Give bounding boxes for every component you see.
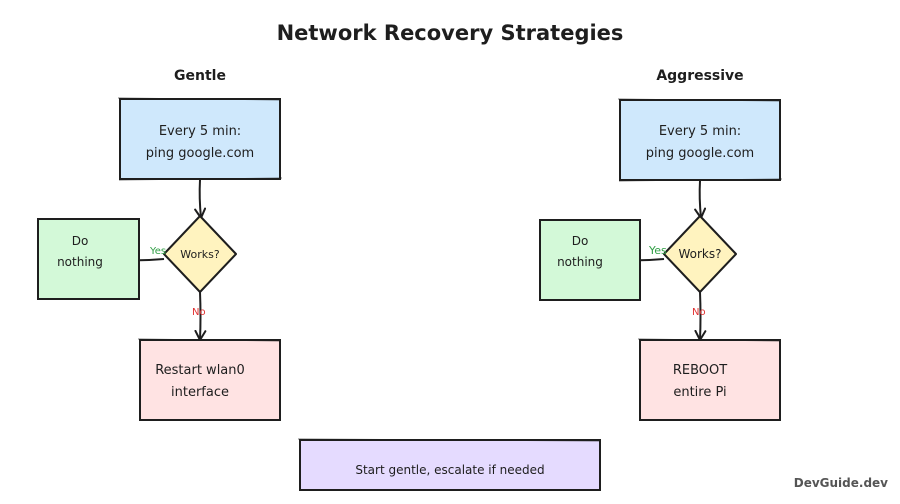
- diagram-title: Network Recovery Strategies: [277, 21, 624, 45]
- gentle-yes-action-line-1: Do: [72, 234, 89, 248]
- gentle-arrow-check-to-decision: [194, 179, 207, 219]
- aggressive-yes-action-line-2: nothing: [557, 255, 603, 269]
- gentle-column: Gentle Every 5 min: ping google.com Work…: [37, 68, 283, 421]
- aggressive-no-action-line-2: entire Pi: [673, 385, 726, 400]
- aggressive-heading: Aggressive: [656, 68, 743, 84]
- gentle-heading: Gentle: [174, 68, 226, 84]
- gentle-decision-label: Works?: [180, 248, 220, 261]
- gentle-check-line-1: Every 5 min:: [159, 124, 241, 139]
- gentle-restart-box: Restart wlan0 interface: [137, 338, 282, 421]
- gentle-no-action-line-2: interface: [171, 385, 229, 400]
- gentle-no-label: No: [192, 307, 206, 318]
- watermark: DevGuide.dev: [794, 476, 888, 490]
- aggressive-arrow-no: [694, 291, 707, 341]
- aggressive-no-label: No: [692, 307, 706, 318]
- summary-text: Start gentle, escalate if needed: [355, 463, 544, 477]
- aggressive-no-action-line-1: REBOOT: [673, 363, 727, 378]
- gentle-yes-action-line-2: nothing: [57, 255, 103, 269]
- aggressive-check-line-1: Every 5 min:: [659, 124, 741, 139]
- aggressive-reboot-box: REBOOT entire Pi: [637, 338, 782, 421]
- gentle-no-action-line-1: Restart wlan0: [155, 363, 245, 378]
- summary-box: Start gentle, escalate if needed: [297, 438, 602, 491]
- aggressive-do-nothing-box: Do nothing: [539, 219, 641, 301]
- aggressive-yes-label: Yes: [648, 244, 667, 257]
- gentle-check-box: Every 5 min: ping google.com: [117, 97, 283, 181]
- aggressive-arrow-check-to-decision: [694, 180, 707, 219]
- aggressive-check-box: Every 5 min: ping google.com: [617, 98, 783, 182]
- gentle-yes-label: Yes: [149, 246, 166, 257]
- gentle-do-nothing-box: Do nothing: [37, 218, 140, 300]
- gentle-decision-diamond: Works?: [163, 215, 237, 293]
- aggressive-yes-action-line-1: Do: [572, 234, 589, 248]
- aggressive-check-line-2: ping google.com: [646, 146, 754, 161]
- gentle-arrow-no: [194, 291, 207, 341]
- gentle-check-line-2: ping google.com: [146, 146, 254, 161]
- aggressive-column: Aggressive Every 5 min: ping google.com …: [539, 68, 783, 421]
- aggressive-decision-diamond: Works?: [663, 215, 737, 293]
- aggressive-decision-label: Works?: [678, 247, 721, 261]
